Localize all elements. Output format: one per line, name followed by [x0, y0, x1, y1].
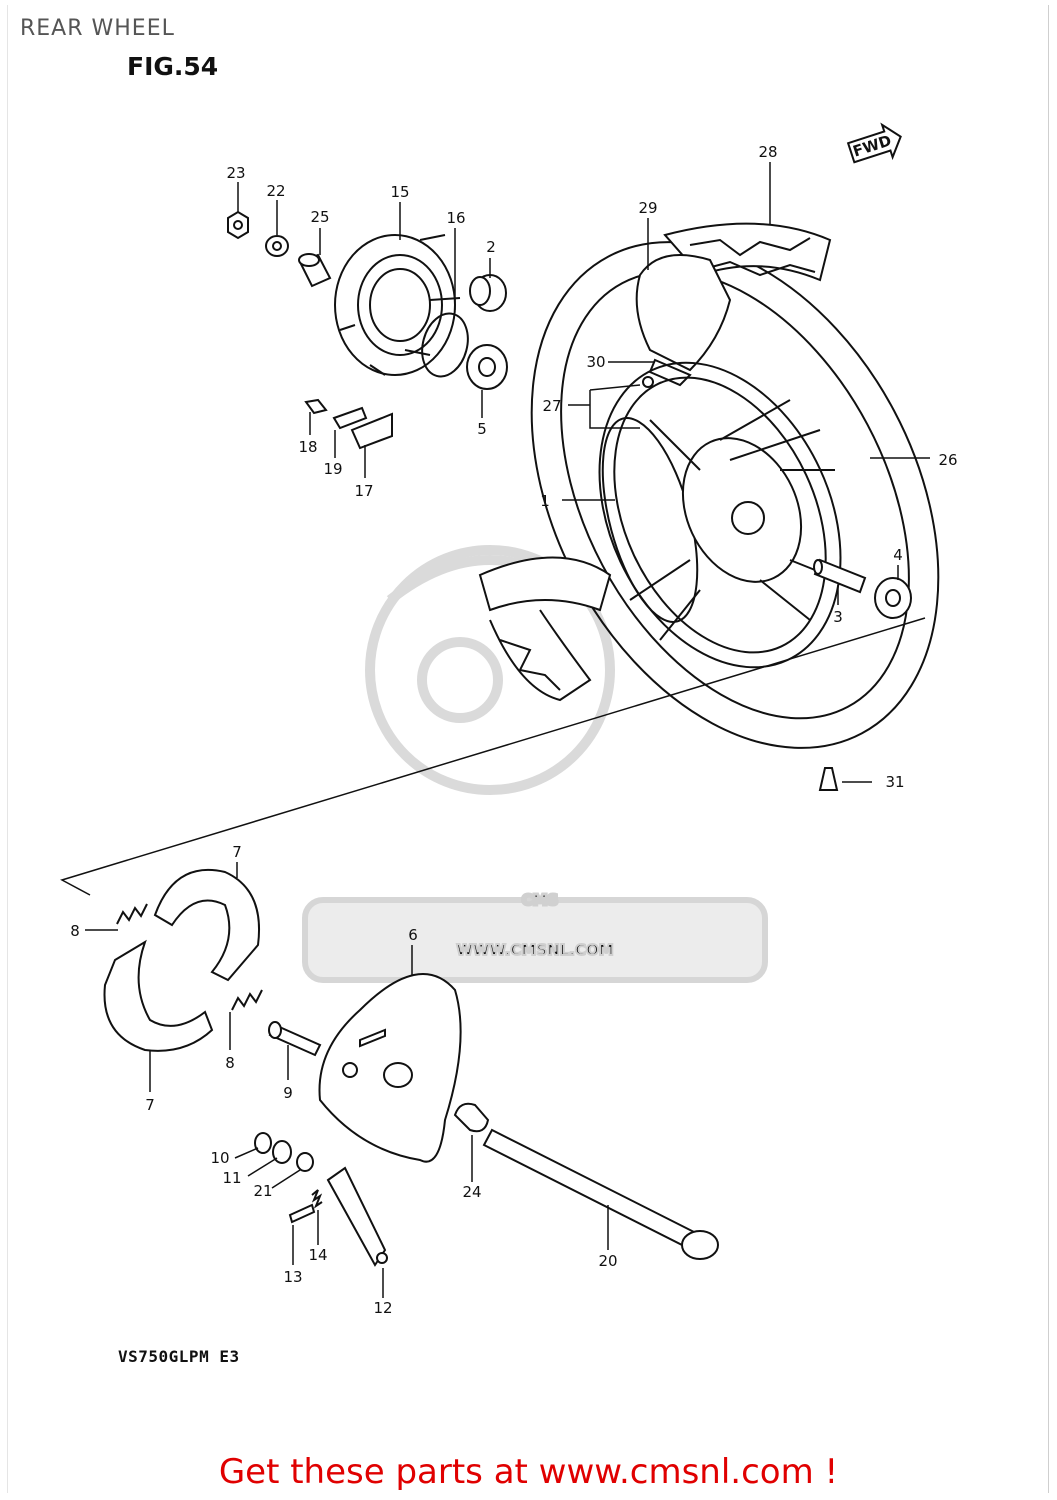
lever-spring — [311, 1189, 323, 1209]
callout-27: 27 — [542, 397, 561, 415]
callout-6: 6 — [408, 926, 418, 944]
spoked-rim — [598, 361, 842, 669]
cam-washers — [254, 1132, 314, 1172]
callout-18: 18 — [298, 438, 317, 456]
rear-axle — [482, 1128, 719, 1260]
callout-2: 2 — [486, 238, 496, 256]
callout-7-lower: 7 — [145, 1096, 155, 1114]
brake-shoe-lower — [103, 939, 214, 1052]
wheel-bearing-right — [874, 577, 912, 619]
watermark-url: WWW.CMSNL.COM — [456, 941, 613, 959]
brake-shoe-upper — [153, 868, 260, 982]
callout-16: 16 — [446, 209, 465, 227]
callout-11: 11 — [222, 1169, 241, 1187]
callout-leaders — [85, 162, 930, 1298]
callout-22: 22 — [266, 182, 285, 200]
cms-watermark: CMS WWW.CMSNL.COM — [302, 545, 768, 983]
cam-shaft — [268, 1021, 322, 1057]
callout-14: 14 — [308, 1246, 327, 1264]
side-collar — [453, 1102, 490, 1133]
watermark-mascot-face — [417, 637, 503, 723]
model-code: VS750GLPM E3 — [118, 1347, 240, 1366]
callout-30: 30 — [586, 353, 605, 371]
callout-1: 1 — [540, 492, 550, 510]
watermark-url-bar — [302, 897, 768, 983]
callout-31: 31 — [885, 773, 904, 791]
hub-spacer — [469, 274, 507, 312]
o-ring — [421, 312, 469, 378]
callout-17: 17 — [354, 482, 373, 500]
page-title: REAR WHEEL — [20, 16, 175, 41]
axle-spacer — [813, 558, 867, 594]
brake-spring-upper — [116, 903, 148, 925]
callout-3: 3 — [833, 608, 843, 626]
footer-shop-link[interactable]: Get these parts at www.cmsnl.com ! — [218, 1452, 839, 1492]
callout-4: 4 — [893, 546, 903, 564]
callout-8-upper: 8 — [70, 922, 80, 940]
rear-hub-clutch — [334, 234, 461, 376]
brake-panel — [318, 973, 462, 1163]
brake-cam-lever — [326, 1166, 388, 1267]
callout-8-lower: 8 — [225, 1054, 235, 1072]
hub-bearing — [466, 344, 508, 390]
collar — [298, 253, 332, 288]
callout-26: 26 — [938, 451, 957, 469]
figure-number: FIG.54 — [127, 52, 219, 81]
callout-10: 10 — [210, 1149, 229, 1167]
callout-21: 21 — [253, 1182, 272, 1200]
lever-bolt — [288, 1203, 316, 1224]
callout-24: 24 — [462, 1183, 481, 1201]
callout-25: 25 — [310, 208, 329, 226]
callout-9: 9 — [283, 1084, 293, 1102]
axle-nut — [227, 210, 249, 240]
rear-tire — [478, 222, 940, 749]
small-bolt — [304, 398, 328, 415]
callout-numbers: 23 22 25 15 16 2 5 18 19 17 30 27 1 28 2… — [70, 143, 957, 1317]
page-frame — [7, 5, 1049, 1493]
callout-15: 15 — [390, 183, 409, 201]
inner-tube — [635, 254, 732, 387]
callout-19: 19 — [323, 460, 342, 478]
lock-plate — [332, 406, 368, 430]
callout-28: 28 — [758, 143, 777, 161]
forward-arrow-icon: FWD — [846, 122, 902, 164]
brake-spring-lower — [231, 989, 263, 1011]
watermark-brand: CMS — [522, 891, 559, 909]
washer-nut — [265, 235, 289, 257]
callout-5: 5 — [477, 420, 487, 438]
callout-13: 13 — [283, 1268, 302, 1286]
assembly-separator — [60, 617, 926, 896]
watermark-mascot-head — [365, 545, 615, 795]
callout-20: 20 — [598, 1252, 617, 1270]
callout-23: 23 — [226, 164, 245, 182]
callout-29: 29 — [638, 199, 657, 217]
callout-12: 12 — [373, 1299, 392, 1317]
callout-7-upper: 7 — [232, 843, 242, 861]
valve-cap — [818, 767, 839, 791]
hub-cover-plate — [350, 412, 393, 450]
